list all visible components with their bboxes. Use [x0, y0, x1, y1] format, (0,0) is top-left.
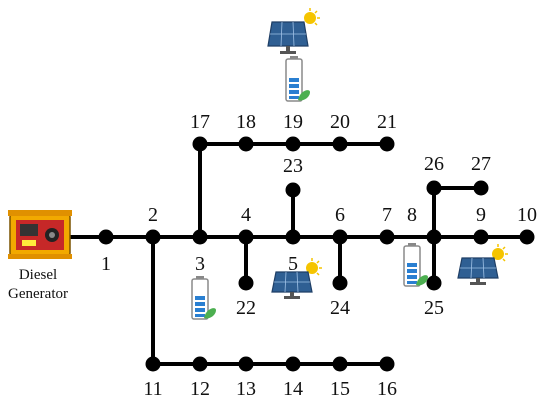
bus-node-4 [238, 229, 254, 245]
bus-label-17: 17 [190, 111, 210, 133]
bus-node-21 [379, 136, 395, 152]
bus-node-14 [285, 356, 301, 372]
bus-label-23: 23 [283, 155, 303, 177]
bus-label-6: 6 [335, 204, 345, 226]
bus-label-14: 14 [283, 378, 303, 400]
bus-label-24: 24 [330, 297, 350, 319]
bus-node-25 [426, 275, 442, 291]
bus-node-8 [426, 229, 442, 245]
bus-label-3: 3 [195, 253, 205, 275]
bus-node-15 [332, 356, 348, 372]
bus-label-13: 13 [236, 378, 256, 400]
battery-icon [285, 56, 310, 102]
bus-label-19: 19 [283, 111, 303, 133]
bus-node-10 [519, 229, 535, 245]
bus-label-22: 22 [236, 297, 256, 319]
bus-label-26: 26 [424, 153, 444, 175]
bus-label-12: 12 [190, 378, 210, 400]
bus-label-8: 8 [407, 204, 417, 226]
bus-node-3 [192, 229, 208, 245]
bus-label-5: 5 [288, 253, 298, 275]
bus-label-4: 4 [241, 204, 251, 226]
bus-node-11 [145, 356, 161, 372]
bus-node-20 [332, 136, 348, 152]
battery-icon [191, 276, 216, 320]
bus-node-9 [473, 229, 489, 245]
bus-label-9: 9 [476, 204, 486, 226]
network-nodes [98, 136, 535, 372]
network-lines [70, 142, 527, 366]
bus-node-1 [98, 229, 114, 245]
bus-node-17 [192, 136, 208, 152]
bus-label-11: 11 [143, 378, 162, 400]
bus-node-18 [238, 136, 254, 152]
solar-panel-icon [267, 8, 320, 54]
generator-label-line2: Generator [8, 286, 68, 302]
bus-node-6 [332, 229, 348, 245]
bus-label-1: 1 [101, 253, 111, 275]
bus-node-22 [238, 275, 254, 291]
bus-label-20: 20 [330, 111, 350, 133]
bus-label-16: 16 [377, 378, 397, 400]
battery-icon [403, 243, 428, 287]
bus-node-24 [332, 275, 348, 291]
bus-label-25: 25 [424, 297, 444, 319]
solar-panel-icon [271, 258, 322, 299]
bus-label-27: 27 [471, 153, 491, 175]
bus-label-2: 2 [148, 204, 158, 226]
bus-node-16 [379, 356, 395, 372]
bus-node-13 [238, 356, 254, 372]
generator-label-line1: Diesel [19, 267, 57, 283]
bus-label-10: 10 [517, 204, 537, 226]
bus-node-26 [426, 180, 442, 196]
bus-label-18: 18 [236, 111, 256, 133]
diesel-generator-icon [8, 210, 72, 259]
bus-node-7 [379, 229, 395, 245]
bus-node-12 [192, 356, 208, 372]
bus-label-15: 15 [330, 378, 350, 400]
bus-label-21: 21 [377, 111, 397, 133]
bus-node-19 [285, 136, 301, 152]
bus-node-5 [285, 229, 301, 245]
bus-label-7: 7 [382, 204, 392, 226]
bus-node-27 [473, 180, 489, 196]
bus-node-2 [145, 229, 161, 245]
solar-panel-icon [457, 244, 508, 285]
bus-node-23 [285, 182, 301, 198]
